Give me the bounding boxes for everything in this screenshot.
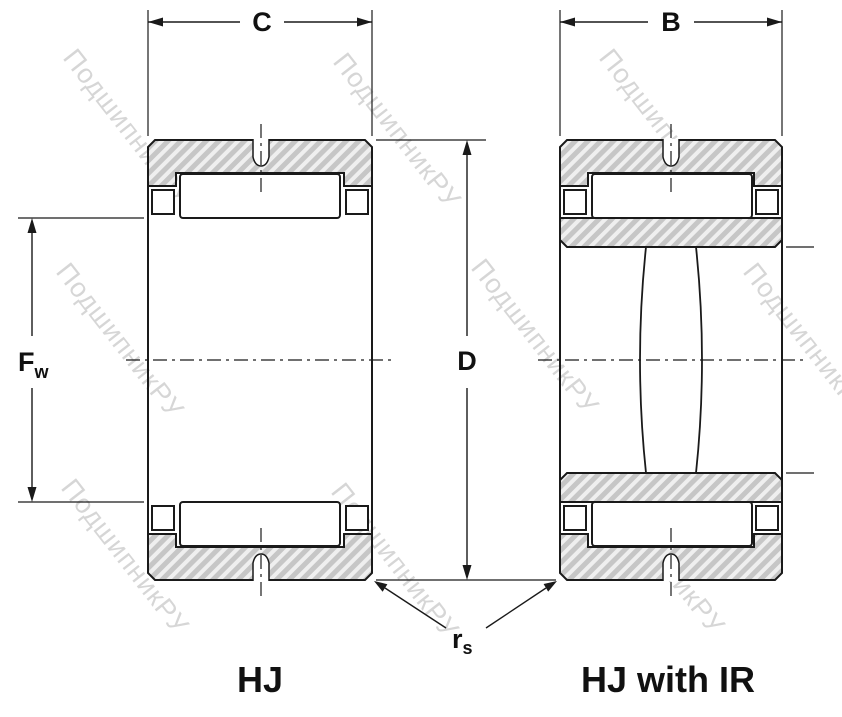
arrowhead-left xyxy=(148,17,163,27)
dim-label-d: D xyxy=(457,346,477,376)
needle-roller-top xyxy=(179,173,341,219)
cage-section xyxy=(151,505,175,531)
needle-roller-bottom xyxy=(179,501,341,547)
cage-section xyxy=(563,189,587,215)
leader-line-left xyxy=(384,587,447,629)
dimension-c: C xyxy=(147,7,373,136)
dim-label-rs: rs xyxy=(452,624,473,658)
leader-line-right xyxy=(485,587,547,629)
arrowhead-left xyxy=(560,17,575,27)
dim-label-b: B xyxy=(661,7,681,37)
dimension-d: D xyxy=(376,139,556,581)
needle-roller-bottom xyxy=(591,501,753,547)
watermark-text: ПодшипникРУ xyxy=(737,257,842,424)
cage-section xyxy=(151,189,175,215)
bearing-hj-figure xyxy=(126,124,394,596)
dim-label-fw: Fw xyxy=(18,347,50,382)
arrowhead-bottom xyxy=(27,487,37,502)
cage-section xyxy=(755,505,779,531)
cage-section xyxy=(755,189,779,215)
bearing-hj-with-ir-figure xyxy=(538,124,814,596)
arrowhead-right xyxy=(767,17,782,27)
cage-section xyxy=(345,189,369,215)
arrowhead-right xyxy=(543,581,557,592)
arrowhead-top xyxy=(462,140,472,155)
dimension-b: B xyxy=(559,7,783,136)
figure-label-hj-with-ir: HJ with IR xyxy=(581,659,755,700)
inner-ring-bottom-section xyxy=(559,472,783,503)
cage-section xyxy=(345,505,369,531)
needle-roller-top xyxy=(591,173,753,219)
watermark-text: ПодшипникРУ xyxy=(465,253,605,420)
arrowhead-top xyxy=(27,218,37,233)
dimension-fw: Fw xyxy=(18,217,144,503)
dimension-rs: rs xyxy=(374,581,557,658)
figure-label-hj: HJ xyxy=(237,659,283,700)
inner-ring-top-section xyxy=(559,217,783,248)
arrowhead-bottom xyxy=(462,565,472,580)
figure-labels: HJ HJ with IR xyxy=(237,659,755,700)
arrowhead-right xyxy=(357,17,372,27)
watermark-text: ПодшипникРУ xyxy=(50,257,190,424)
arrowhead-left xyxy=(374,581,388,592)
dim-label-c: C xyxy=(252,7,272,37)
cage-section xyxy=(563,505,587,531)
